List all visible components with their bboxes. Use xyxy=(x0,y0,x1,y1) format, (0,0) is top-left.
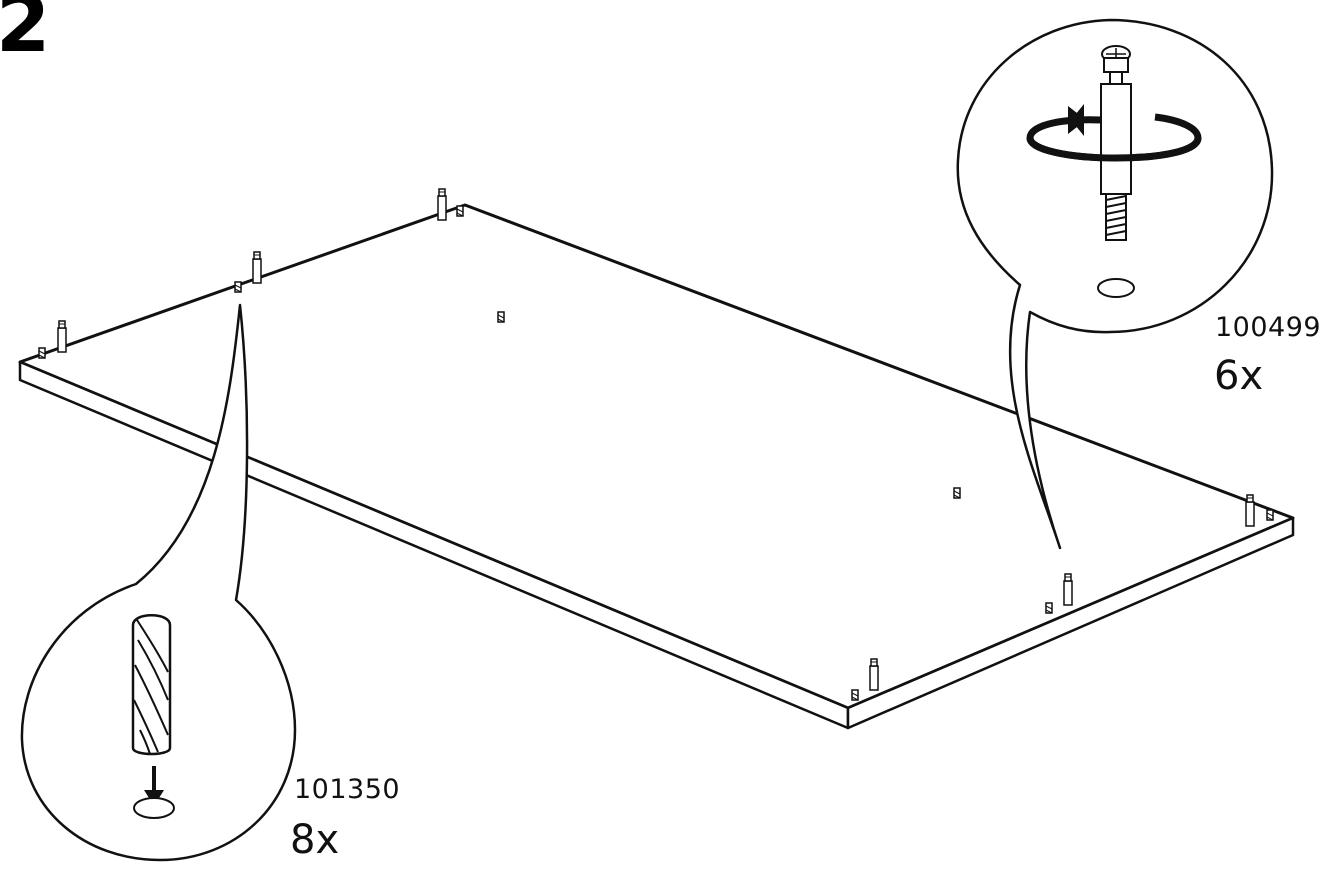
dowel-quantity: 8x xyxy=(290,817,340,863)
cam-bolt-back-2 xyxy=(252,251,262,284)
dowel-front-1 xyxy=(851,689,859,701)
dowel-part-code: 101350 xyxy=(294,774,401,805)
dowel-front-2 xyxy=(1045,602,1053,614)
dowel-callout xyxy=(20,303,297,862)
cam-bolt-part-code: 100499 xyxy=(1215,312,1322,343)
cam-bolt-back-1 xyxy=(57,320,67,353)
cam-bolt-back-3 xyxy=(437,188,447,221)
cam-bolt-front-1 xyxy=(869,658,879,691)
dowel-front-3 xyxy=(1266,509,1274,521)
dowel-back-2 xyxy=(234,281,242,293)
step-number: 2 xyxy=(0,0,51,70)
dowel-face-2 xyxy=(953,487,961,499)
cam-bolt-front-2 xyxy=(1063,573,1073,606)
cam-bolt-icon xyxy=(1026,45,1202,298)
cam-bolt-front-3 xyxy=(1245,494,1255,527)
dowel-face-1 xyxy=(497,311,505,323)
dowel-back-3 xyxy=(456,205,464,217)
cam-bolt-quantity: 6x xyxy=(1214,353,1264,399)
dowel-back-1 xyxy=(38,347,46,359)
wooden-dowel-icon xyxy=(131,614,175,819)
